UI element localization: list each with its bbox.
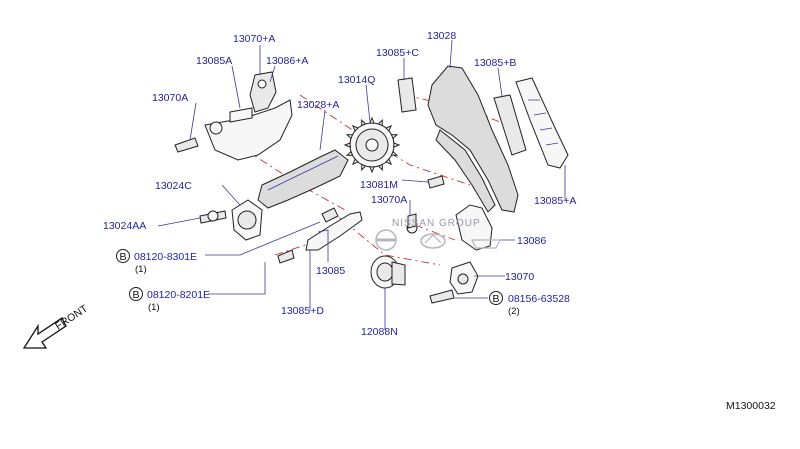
label-13085c: 13085+C bbox=[376, 47, 419, 59]
bolt-13070a-mid bbox=[406, 213, 418, 234]
gasket-13024c bbox=[231, 199, 263, 241]
guide-13085a-right bbox=[515, 77, 569, 169]
bolt-code: 08120-8201E bbox=[147, 289, 210, 301]
label-13070: 13070 bbox=[505, 271, 534, 283]
badge-letter: B bbox=[120, 251, 127, 263]
badge-letter: B bbox=[493, 293, 500, 305]
sprocket-tooth bbox=[361, 118, 367, 127]
upper-tensioner-assembly bbox=[174, 71, 293, 161]
tensioner-13070 bbox=[449, 261, 479, 295]
watermark-logos bbox=[375, 229, 501, 251]
label-13024aa: 13024AA bbox=[103, 220, 146, 232]
sprocket-tooth bbox=[351, 158, 359, 166]
bolt-callout-2: B 08120-8201E (1) bbox=[129, 287, 210, 313]
pin-13081m bbox=[427, 175, 445, 189]
sprocket-tooth bbox=[377, 163, 383, 172]
sprocket-tooth bbox=[369, 116, 375, 124]
label-13070a-top: 13070+A bbox=[233, 33, 275, 45]
sprocket-tooth bbox=[390, 134, 399, 140]
sprocket-tooth bbox=[390, 150, 399, 156]
watermark-text: NISSAN GROUP bbox=[392, 218, 481, 229]
badge-circle bbox=[116, 249, 130, 263]
bolt-13085d bbox=[277, 249, 295, 264]
label-13085a: 13085A bbox=[196, 55, 232, 67]
bolt-08156 bbox=[429, 289, 455, 304]
front-label: FRONT bbox=[53, 302, 90, 332]
upper-left-chain bbox=[257, 149, 349, 209]
sprocket-tooth bbox=[345, 150, 354, 156]
bolt-qty: (1) bbox=[135, 264, 147, 275]
sprocket-tooth bbox=[377, 118, 383, 127]
badge-letter: B bbox=[133, 289, 140, 301]
bolt-qty: (1) bbox=[148, 302, 160, 313]
label-13085d: 13085+D bbox=[281, 305, 324, 317]
front-direction-indicator: FRONT bbox=[22, 302, 90, 349]
sprocket-tooth bbox=[345, 134, 354, 140]
label-13014q: 13014Q bbox=[338, 74, 375, 86]
bolt-code: 08156-63528 bbox=[508, 293, 570, 305]
tensioner-arm-13086 bbox=[455, 204, 493, 251]
sprocket-tooth bbox=[385, 158, 393, 166]
bolt-code: 08120-8301E bbox=[134, 251, 197, 263]
label-13081m: 13081M bbox=[360, 179, 398, 191]
badge-circle bbox=[129, 287, 143, 301]
label-13070a-left: 13070A bbox=[152, 92, 188, 104]
figure-code: M1300032 bbox=[726, 400, 776, 412]
guide-13085c bbox=[397, 77, 417, 113]
label-13070a-mid: 13070A bbox=[371, 194, 407, 206]
label-13028a: 13028+A bbox=[297, 99, 339, 111]
label-13028: 13028 bbox=[427, 30, 456, 42]
sprocket-tooth bbox=[385, 124, 393, 132]
sprocket-tooth bbox=[393, 142, 401, 148]
crank-sprocket bbox=[370, 255, 406, 289]
bolt-13024aa bbox=[199, 210, 227, 224]
label-12088n: 12088N bbox=[361, 326, 398, 338]
bolt-callout-3: B 08156-63528 (2) bbox=[489, 291, 570, 317]
front-arrow-icon bbox=[22, 317, 67, 349]
badge-circle bbox=[489, 291, 503, 305]
sprocket-tooth bbox=[343, 142, 351, 148]
sprocket-tooth bbox=[361, 163, 367, 172]
label-13085a-right: 13085+A bbox=[534, 195, 576, 207]
sprocket-tooth bbox=[351, 124, 359, 132]
label-13085: 13085 bbox=[316, 265, 345, 277]
label-13085b: 13085+B bbox=[474, 57, 516, 69]
bolt-callout-1: B 08120-8301E (1) bbox=[116, 249, 197, 275]
label-13086a: 13086+A bbox=[266, 55, 308, 67]
label-13024c: 13024C bbox=[155, 180, 192, 192]
bolt-qty: (2) bbox=[508, 306, 520, 317]
idler-sprocket bbox=[343, 116, 401, 174]
leader-lines bbox=[157, 39, 566, 330]
main-timing-chain bbox=[427, 65, 519, 213]
sprocket-tooth bbox=[369, 166, 375, 174]
label-13086: 13086 bbox=[517, 235, 546, 247]
guide-13085b bbox=[493, 94, 527, 156]
